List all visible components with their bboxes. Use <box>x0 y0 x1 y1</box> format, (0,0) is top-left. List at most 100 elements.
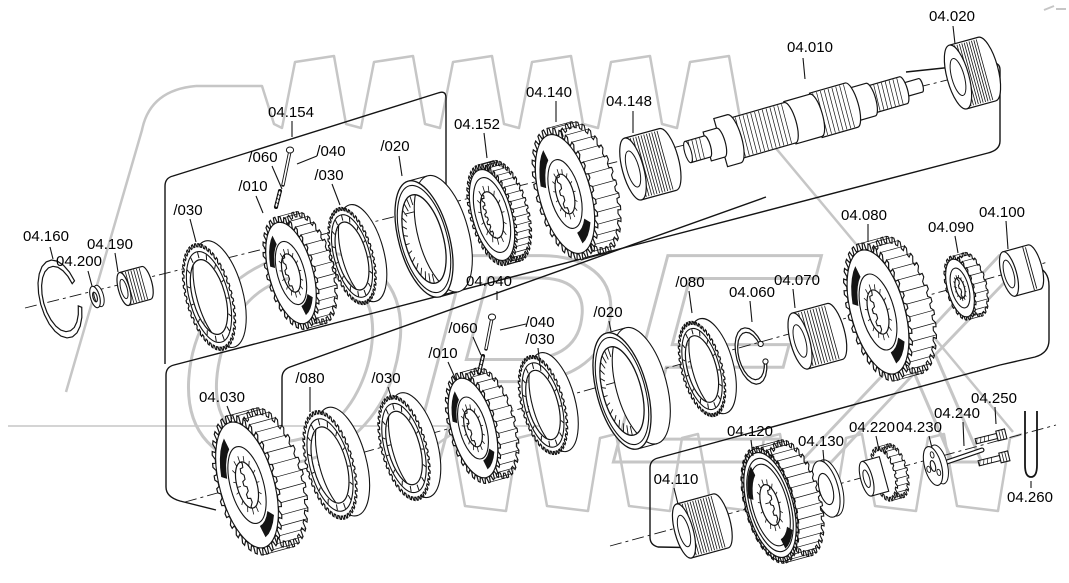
part-154-010 <box>262 211 338 330</box>
part-label-04090: 04.090 <box>928 219 974 236</box>
part-label-04110: 04.110 <box>654 471 699 488</box>
part-04.250a <box>974 428 1008 445</box>
leader-line <box>537 347 541 367</box>
part-04.160 <box>37 259 83 339</box>
part-label-04080: 04.080 <box>841 207 887 224</box>
part-04.120 <box>740 439 825 564</box>
part-label-04070: 04.070 <box>774 272 820 289</box>
part-label-04160: 04.160 <box>23 228 69 245</box>
leader-line <box>673 487 679 505</box>
part-label-04230: 04.230 <box>896 419 942 436</box>
leader-line <box>928 435 933 449</box>
leader-line <box>994 406 997 425</box>
part-154-030a <box>181 240 247 352</box>
part-labels: 04.160 04.20004.190/030/010/060/040/030/0… <box>23 8 1053 506</box>
part-label-04040: 04.040 <box>466 273 512 290</box>
leader-line <box>952 25 956 45</box>
part-154-020 <box>394 174 473 298</box>
part-label-04154: 04.154 <box>268 104 314 121</box>
part-040-030c <box>377 392 442 502</box>
part-04.230 <box>922 444 949 486</box>
leader-line <box>255 195 264 214</box>
part-04.148 <box>619 127 682 201</box>
part-label-04148: 04.148 <box>606 93 652 110</box>
part-04.080 <box>843 235 938 382</box>
leader-line <box>271 165 283 190</box>
part-04.200 <box>89 284 105 309</box>
part-04.010 <box>683 76 924 168</box>
part-label-020: /020 <box>380 138 409 155</box>
part-label-04060: 04.060 <box>729 284 775 301</box>
leader-line <box>608 320 612 332</box>
part-label-04140: 04.140 <box>526 84 572 101</box>
parts-artwork <box>37 36 1045 564</box>
part-label-060: /060 <box>448 320 477 337</box>
leader-line <box>331 183 341 206</box>
leader-line <box>962 421 965 447</box>
leader-line <box>114 252 119 273</box>
part-label-04030: 04.030 <box>199 389 245 406</box>
part-label-04010: 04.010 <box>787 39 833 56</box>
leader-line <box>387 386 393 401</box>
leader-line <box>398 155 403 177</box>
leader-line <box>822 449 825 463</box>
part-04.020 <box>943 36 1002 110</box>
part-label-04220: 04.220 <box>849 419 895 436</box>
part-label-040: /040 <box>316 143 345 160</box>
part-label-080: /080 <box>295 370 324 387</box>
leader-line <box>499 323 527 331</box>
part-04.140 <box>531 121 622 261</box>
part-04.250b <box>977 450 1011 467</box>
part-040-080a <box>302 406 371 520</box>
part-04.130 <box>811 459 845 518</box>
leader-line <box>749 300 753 323</box>
part-label-04190: 04.190 <box>87 236 133 253</box>
part-04.030 <box>211 407 309 556</box>
leader-line <box>750 439 754 457</box>
part-label-020: /020 <box>593 304 622 321</box>
part-04.090 <box>943 251 990 321</box>
part-label-04200: 04.200 <box>56 253 102 270</box>
leader-line <box>472 336 482 356</box>
part-label-04260: 04.260 <box>1007 489 1053 506</box>
leader-line <box>189 218 197 243</box>
leader-line <box>954 235 959 254</box>
leader-line <box>226 405 233 420</box>
part-040-020 <box>592 326 671 450</box>
part-04.220 <box>858 443 910 502</box>
part-04.070 <box>787 302 848 370</box>
part-label-04152: 04.152 <box>454 116 500 133</box>
part-04.060 <box>734 327 769 385</box>
part-label-04240: 04.240 <box>934 405 980 422</box>
part-04.100 <box>998 244 1045 297</box>
part-04.260 <box>1024 411 1038 478</box>
part-label-060: /060 <box>248 149 277 166</box>
part-label-040: /040 <box>525 314 554 331</box>
part-04.190 <box>116 265 154 307</box>
leader-line <box>483 132 488 159</box>
part-label-030: /030 <box>314 167 343 184</box>
part-04.152 <box>466 159 533 267</box>
leader-line <box>1005 220 1009 250</box>
part-154-030b <box>327 204 388 306</box>
part-label-080: /080 <box>675 274 704 291</box>
leader-line <box>792 288 796 309</box>
part-040-080b <box>677 317 737 418</box>
leader-line <box>87 270 93 287</box>
leader-line <box>447 361 457 381</box>
part-label-04100: 04.100 <box>979 204 1025 221</box>
part-label-04020: 04.020 <box>929 8 975 25</box>
part-label-010: /010 <box>428 345 457 362</box>
part-label-030: /030 <box>371 370 400 387</box>
leader-line <box>296 155 318 165</box>
part-label-030: /030 <box>525 331 554 348</box>
part-label-030: /030 <box>173 202 202 219</box>
part-label-04120: 04.120 <box>727 423 773 440</box>
part-label-04130: 04.130 <box>798 433 844 450</box>
part-label-04250: 04.250 <box>971 390 1017 407</box>
leader-line <box>802 57 806 80</box>
part-040-030d <box>517 352 579 456</box>
part-04.110 <box>671 493 733 559</box>
